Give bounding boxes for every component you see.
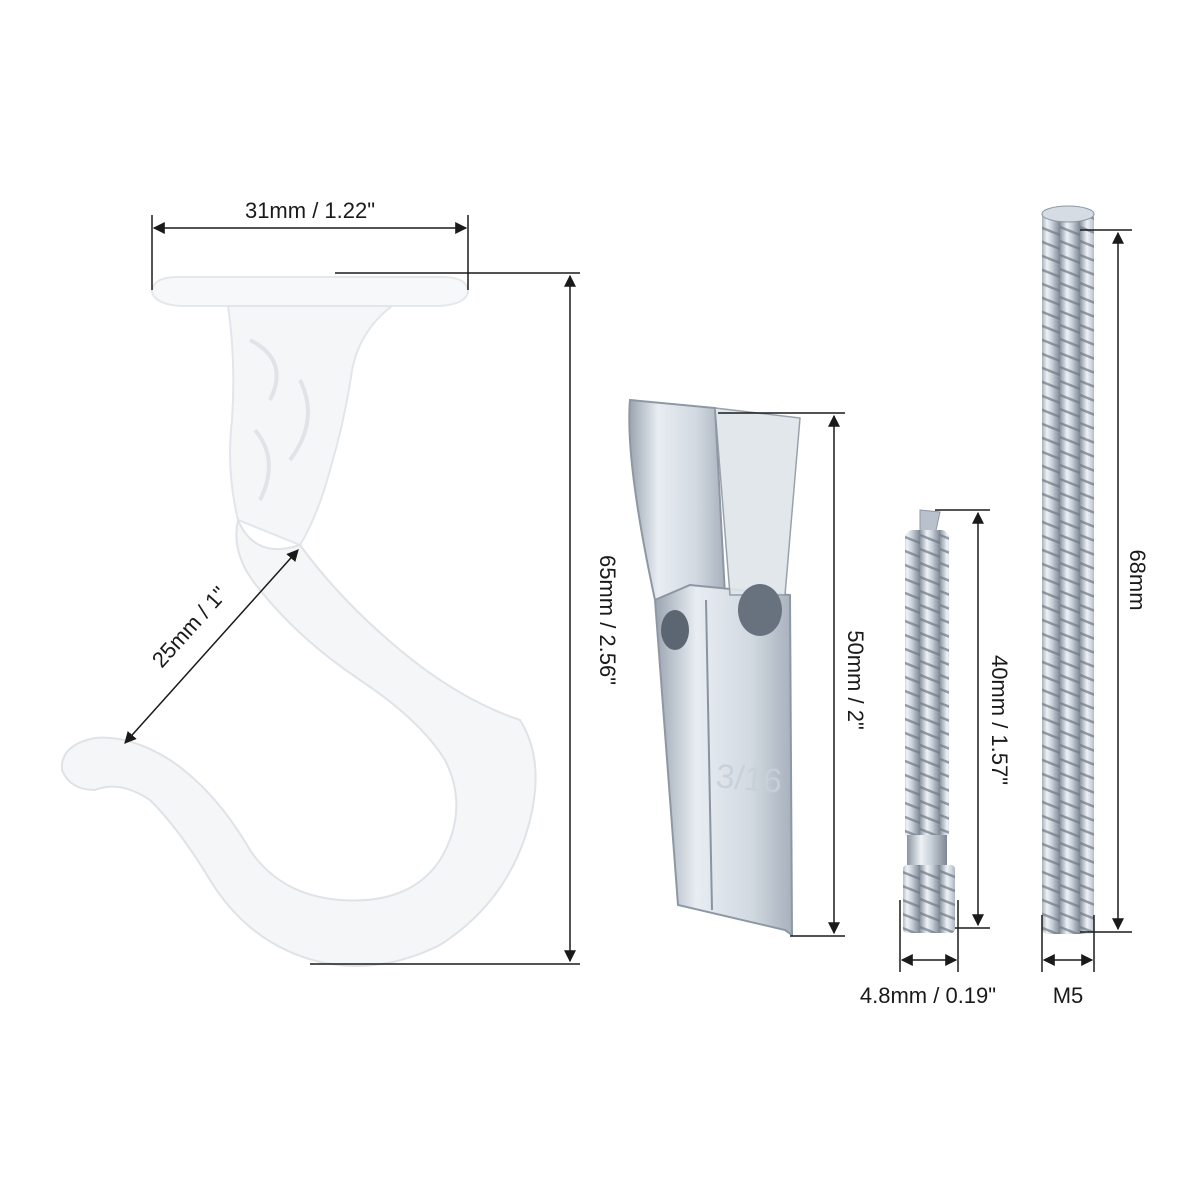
screw-machine-thread (903, 865, 955, 933)
hook-stem (226, 305, 395, 547)
toggle-wing-body (653, 583, 794, 937)
hook-opening-label: 25mm / 1" (147, 582, 232, 673)
hook-base-plate (150, 276, 470, 307)
rod-length-label: 68mm (1125, 549, 1150, 610)
toggle-wing-upper (628, 398, 727, 602)
hook-arm (60, 516, 537, 967)
ceiling-hook (60, 276, 537, 967)
rod-length-dimension: 68mm (1080, 229, 1150, 933)
hook-opening-dimension: 25mm / 1" (124, 549, 299, 744)
toggle-length-dimension: 50mm / 2" (718, 412, 868, 937)
spring-toggle-wing: 3/16 (628, 398, 801, 937)
screw-wood-thread (905, 530, 949, 840)
screw-diameter-dimension: 4.8mm / 0.19" (860, 900, 996, 1008)
toggle-hole-right (738, 584, 782, 636)
rod-body (1042, 212, 1094, 934)
threaded-rod (1041, 205, 1095, 934)
hook-width-dimension: 31mm / 1.22" (151, 198, 469, 290)
screw-length-label: 40mm / 1.57" (987, 655, 1012, 785)
screw-length-dimension: 40mm / 1.57" (935, 509, 1012, 929)
rod-thread-label: M5 (1053, 983, 1084, 1008)
toggle-stamp-label: 3/16 (714, 757, 783, 801)
screw-diameter-label: 4.8mm / 0.19" (860, 983, 996, 1008)
toggle-hole-left (661, 610, 689, 650)
screw-shank (907, 835, 947, 870)
hook-height-dimension: 65mm / 2.56" (310, 272, 620, 965)
hanger-screw (903, 509, 955, 933)
hook-height-label: 65mm / 2.56" (595, 555, 620, 685)
rod-thread-dimension: M5 (1041, 915, 1095, 1008)
toggle-length-label: 50mm / 2" (843, 630, 868, 730)
hook-width-label: 31mm / 1.22" (245, 198, 375, 223)
